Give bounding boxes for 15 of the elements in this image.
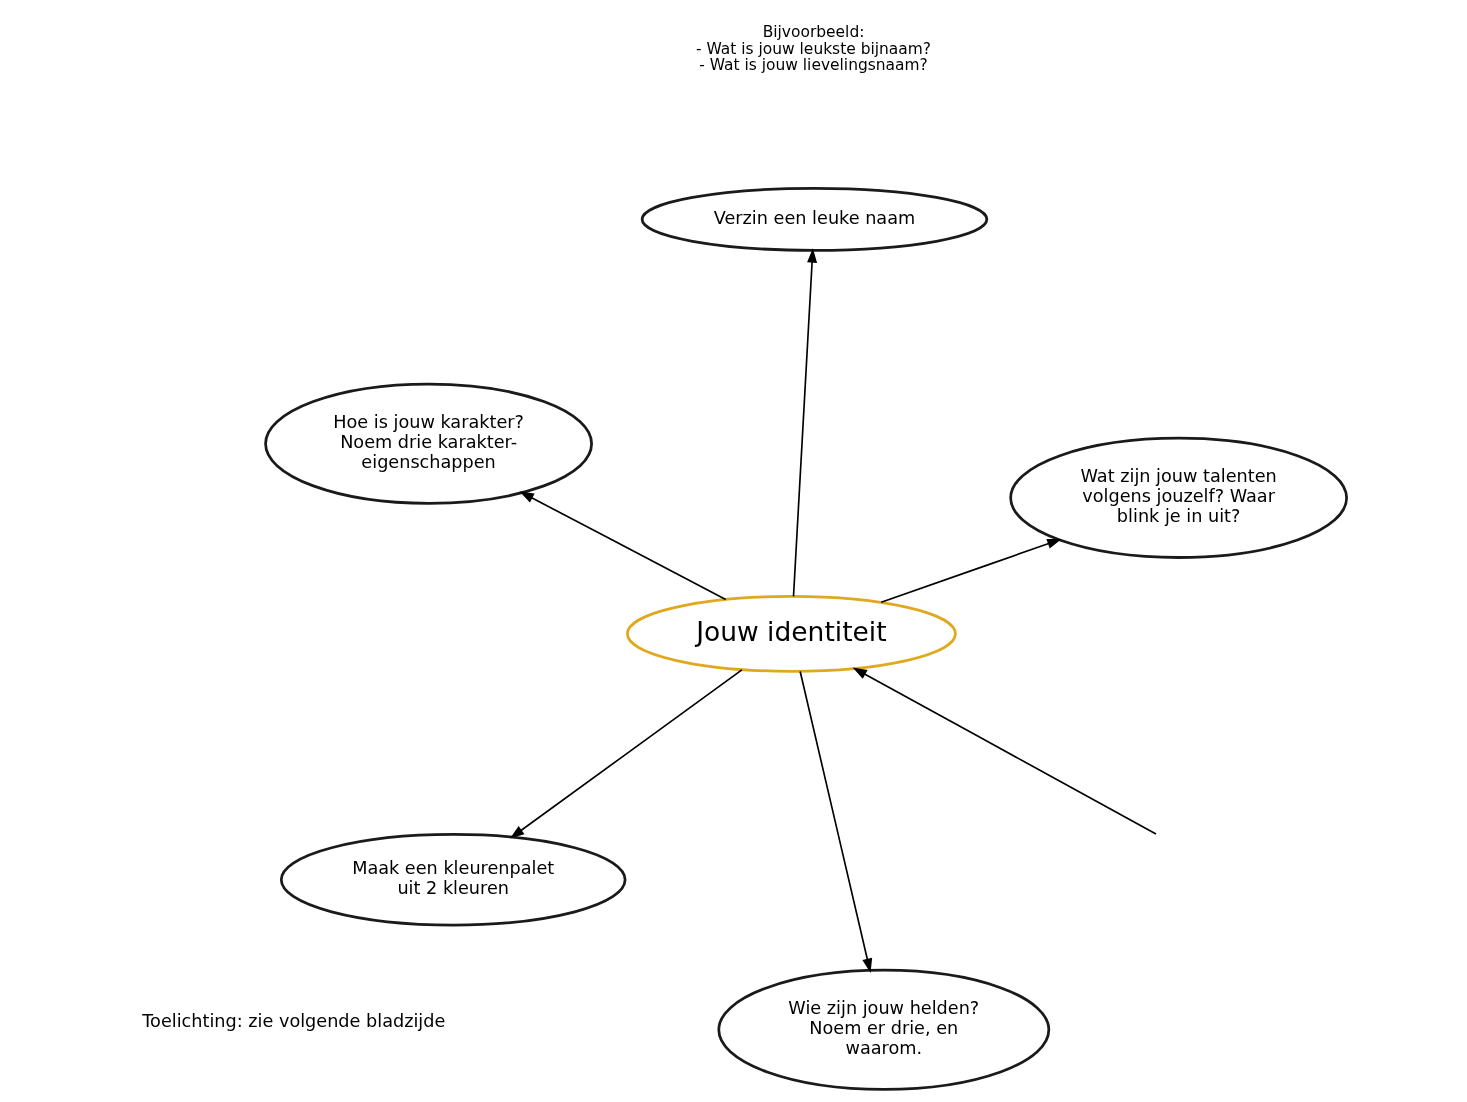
node-ellipse: Jouw identiteit [626, 595, 957, 673]
node-ellipse: Verzin een leuke naam [640, 187, 989, 252]
arrow [792, 248, 818, 598]
arrow [519, 491, 727, 601]
node-label: - Wat is jouw lievelingsnaam? [699, 56, 928, 75]
arrow [852, 667, 1157, 835]
node-label: - Wat is jouw leukste bijnaam? [696, 39, 932, 58]
arrow [799, 670, 873, 973]
node-ellipse: Wat zijn jouw talenten volgens jouzelf? Waar blink je in uit? [1009, 436, 1348, 559]
node-ellipse: Wie zijn jouw helden? Noem er drie, en waarom. [717, 968, 1051, 1091]
arrow [880, 538, 1062, 604]
node-label: Bijvoorbeeld: [762, 23, 865, 42]
label: Toelichting: zie volgende bladzijde [142, 1011, 446, 1032]
node-ellipse: Maak een kleurenpalet uit 2 kleuren [279, 833, 627, 927]
arrow [509, 669, 743, 839]
